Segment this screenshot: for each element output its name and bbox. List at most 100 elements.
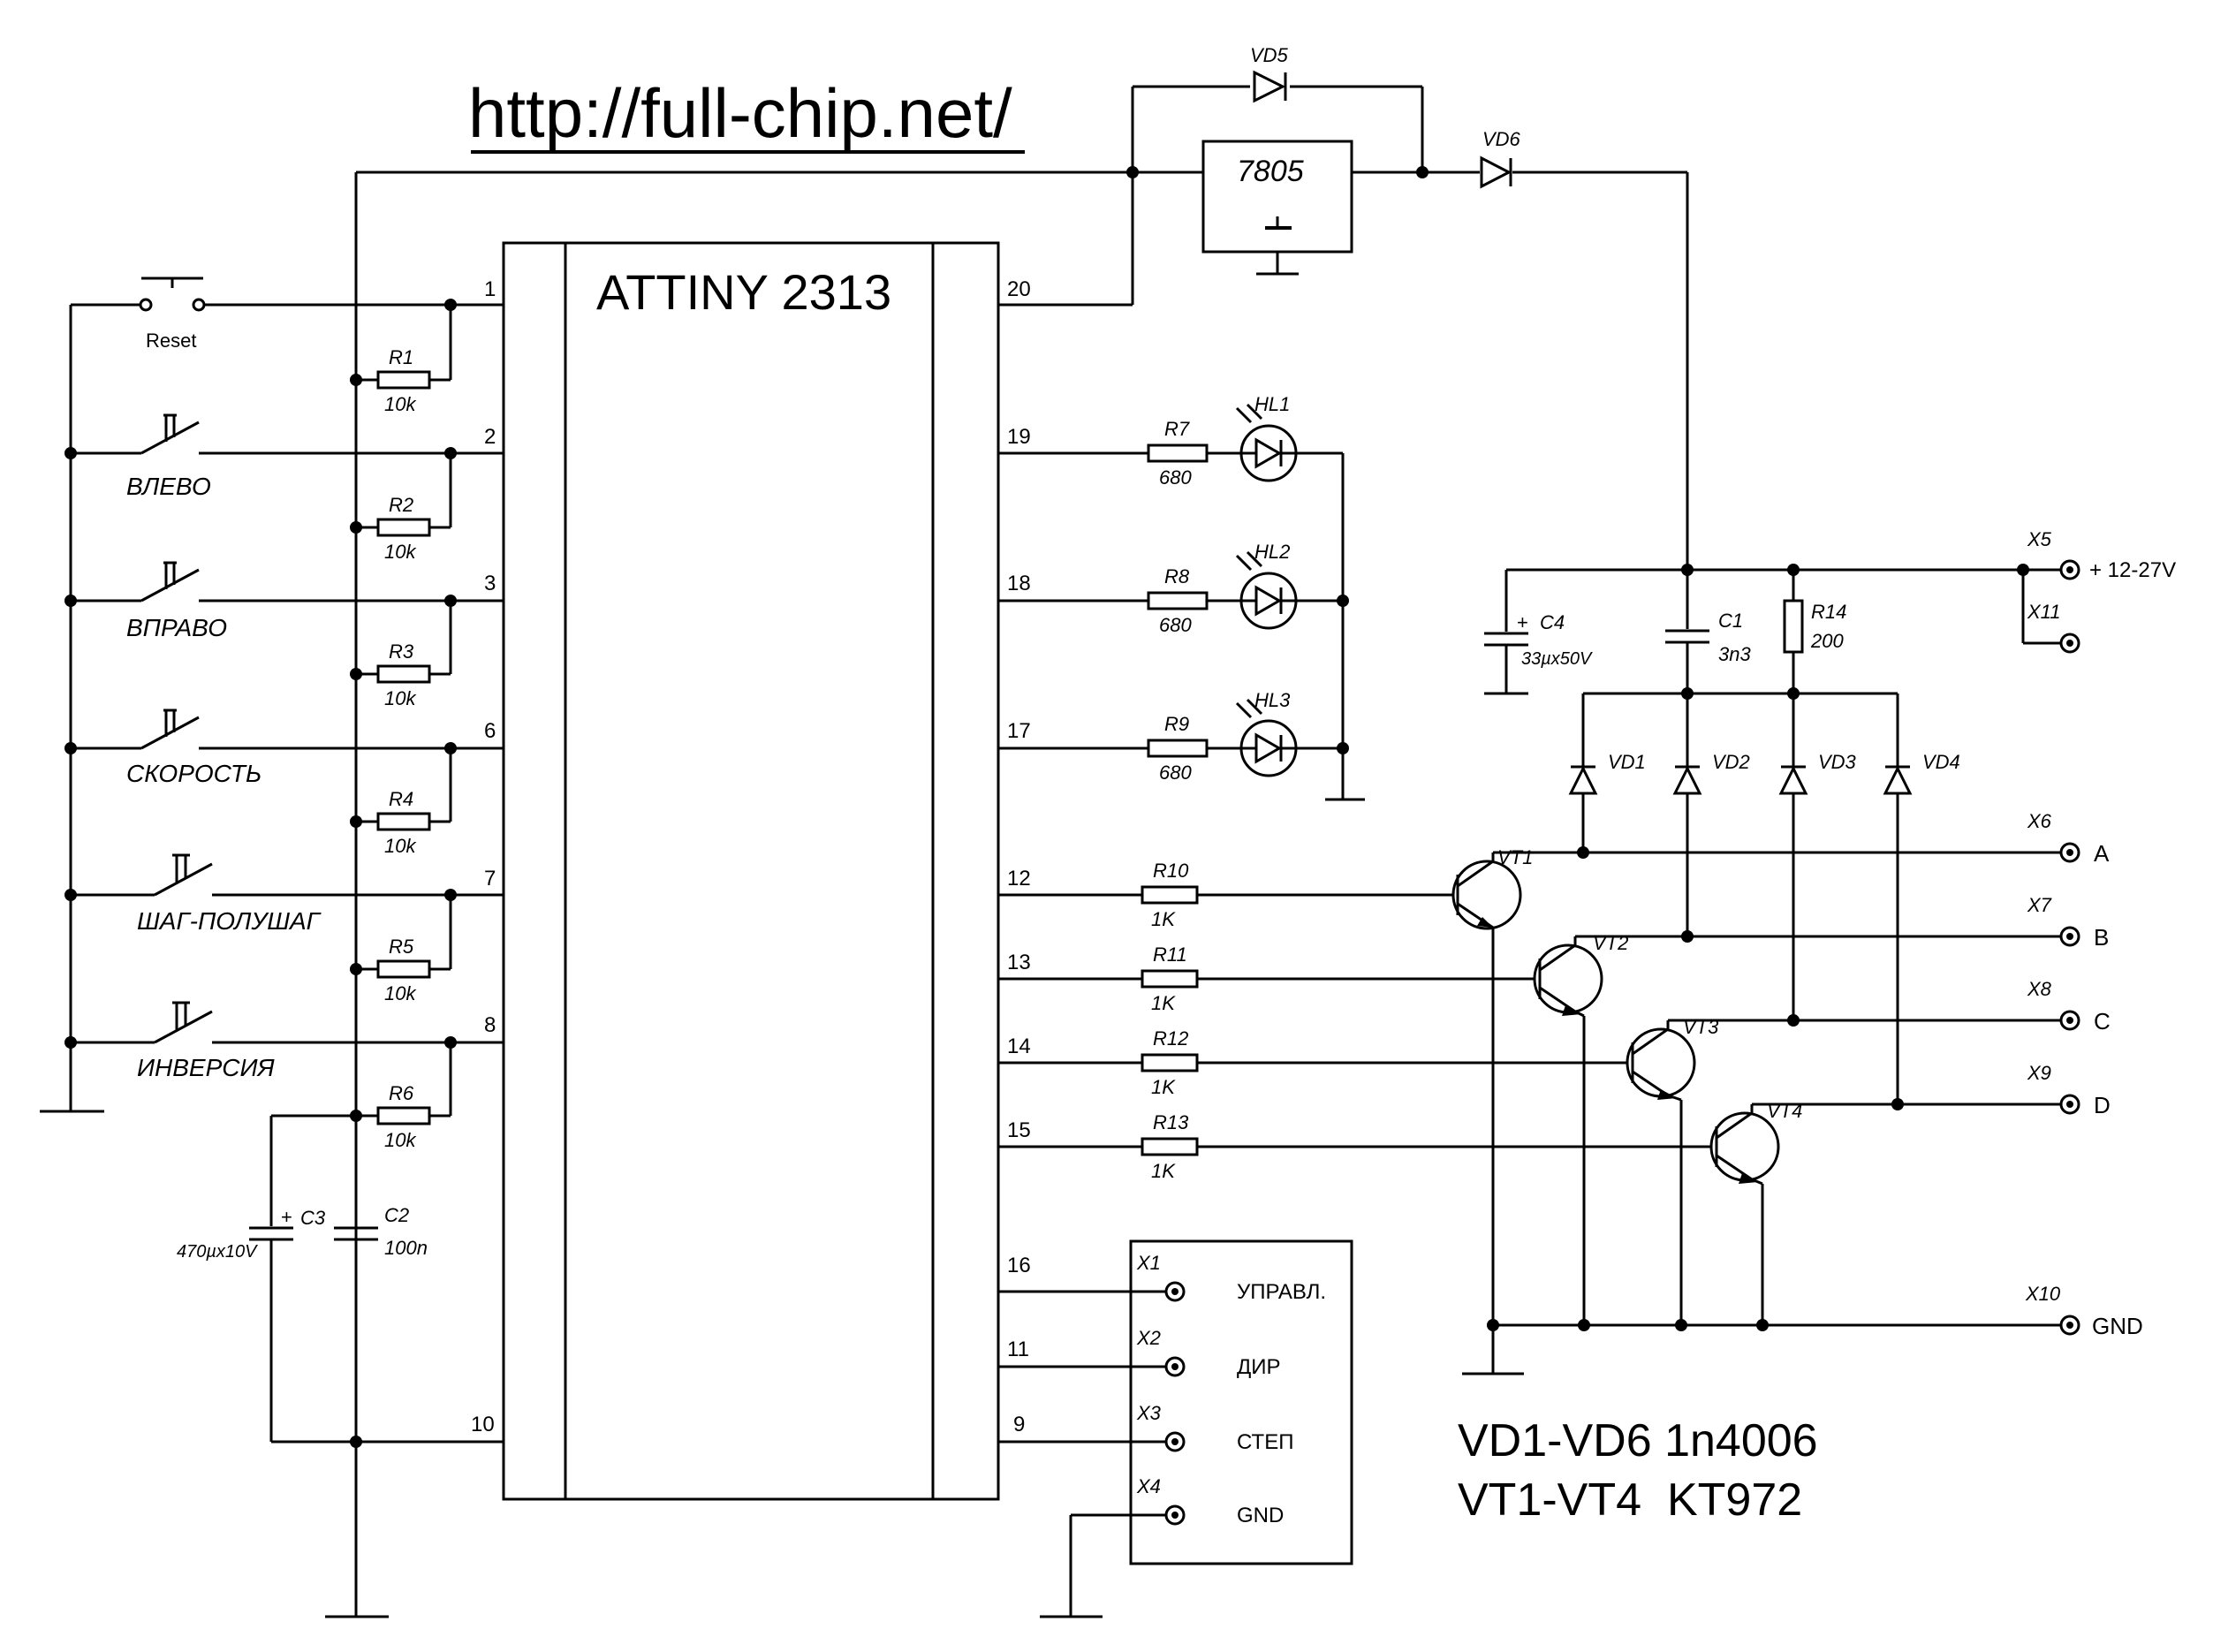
vt2-label: VT2: [1593, 932, 1628, 954]
switch-shag: [64, 853, 504, 901]
r6-ref: R6: [389, 1082, 414, 1104]
vd5-label: VD5: [1250, 44, 1289, 66]
vt4-label: VT4: [1767, 1100, 1802, 1122]
x7-ref: X7: [2027, 894, 2052, 916]
r14-ref: R14: [1811, 601, 1846, 623]
attiny-chip: ATTINY 2313: [502, 241, 1000, 1501]
decoupling-caps: [249, 1114, 504, 1618]
r13-ref: R13: [1153, 1111, 1189, 1133]
pin-13: 13: [1007, 951, 1031, 974]
connector-x7: [2059, 926, 2080, 947]
note-transistors: VT1-VT4 KT972: [1458, 1474, 1802, 1526]
vd1-label: VD1: [1608, 751, 1646, 773]
vt1-label: VT1: [1497, 846, 1533, 868]
r3-value: 10k: [384, 687, 416, 709]
switch-label-vpravo: ВПРАВО: [126, 614, 227, 641]
pin-16: 16: [1007, 1254, 1031, 1277]
led-row-hl3: [998, 698, 1365, 801]
x5-ref: X5: [2027, 528, 2052, 550]
r6-value: 10k: [384, 1129, 416, 1151]
pin-19: 19: [1007, 425, 1031, 449]
x5-label: + 12-27V: [2089, 558, 2176, 582]
diode-vd1: [1568, 765, 1598, 795]
hl2-label: HL2: [1254, 541, 1290, 563]
connector-x11: [2059, 633, 2080, 654]
pin-1: 1: [484, 277, 496, 301]
connector-x9: [2059, 1094, 2080, 1115]
c4-plus: +: [1517, 611, 1528, 633]
pin-3: 3: [484, 572, 496, 595]
r4-value: 10k: [384, 835, 416, 857]
connector-x8: [2059, 1010, 2080, 1031]
r7-ref: R7: [1164, 418, 1190, 440]
chip-name: ATTINY 2313: [596, 264, 891, 320]
power-rail: [1462, 564, 2063, 1375]
r3-ref: R3: [389, 640, 414, 663]
note-diodes: VD1-VD6 1n4006: [1458, 1415, 1818, 1466]
c1-ref: C1: [1718, 610, 1743, 632]
control-label-upravl: УПРАВЛ.: [1237, 1280, 1326, 1304]
pin-14: 14: [1007, 1034, 1031, 1058]
pin-20: 20: [1007, 277, 1031, 301]
vd2-label: VD2: [1712, 751, 1750, 773]
pin-11: 11: [1007, 1338, 1029, 1361]
r7-value: 680: [1159, 466, 1192, 489]
led-row-hl1: [998, 403, 1345, 746]
vd3-label: VD3: [1818, 751, 1857, 773]
drive-vt2: [998, 930, 2063, 1325]
r13-value: 1K: [1151, 1160, 1176, 1182]
c4-value: 33µx50V: [1521, 649, 1593, 669]
diode-vd5: [1253, 70, 1287, 103]
control-connector: [998, 1239, 1353, 1618]
connector-x6: [2059, 842, 2080, 863]
pin-9: 9: [1013, 1413, 1025, 1436]
switch-label-vlevo: ВЛЕВО: [126, 473, 211, 500]
c3-ref: C3: [300, 1207, 326, 1229]
c4-ref: C4: [1540, 611, 1565, 633]
vd6-label: VD6: [1482, 128, 1521, 150]
pin-7: 7: [484, 867, 496, 890]
site-url: http://full-chip.net/: [468, 74, 1012, 152]
x4-ref: X4: [1136, 1475, 1161, 1497]
pullup-r4: [350, 742, 457, 831]
hl3-label: HL3: [1254, 689, 1291, 711]
x11-ref: X11: [2027, 601, 2061, 623]
connector-x5: [2059, 559, 2080, 580]
switch-inversiya: [64, 1001, 504, 1049]
control-label-dir: ДИР: [1237, 1355, 1281, 1379]
pin-8: 8: [484, 1013, 496, 1037]
x10-label: GND: [2092, 1313, 2143, 1339]
c1-value: 3n3: [1718, 643, 1751, 665]
pin-10: 10: [471, 1413, 495, 1436]
switch-skorost: [64, 709, 504, 754]
r12-value: 1K: [1151, 1076, 1176, 1098]
diode-vd6: [1480, 155, 1512, 189]
output-d: D: [2094, 1092, 2111, 1118]
vd4-label: VD4: [1922, 751, 1960, 773]
c2-value: 100n: [384, 1237, 428, 1259]
switch-label-inversiya: ИНВЕРСИЯ: [137, 1054, 276, 1081]
c2-ref: C2: [384, 1204, 409, 1226]
r10-ref: R10: [1153, 860, 1189, 882]
r12-ref: R12: [1153, 1027, 1188, 1050]
switch-label-shag: ШАГ-ПОЛУШАГ: [137, 907, 322, 935]
r8-value: 680: [1159, 614, 1192, 636]
pullup-r2: [350, 447, 457, 537]
x2-ref: X2: [1136, 1327, 1161, 1349]
x3-ref: X3: [1136, 1402, 1162, 1424]
connector-x10: [2059, 1315, 2080, 1336]
switch-vlevo: [64, 413, 504, 459]
led-row-hl2: [998, 550, 1349, 630]
drive-vt4: [998, 1098, 2063, 1325]
pullup-r5: [350, 889, 457, 979]
pin-6: 6: [484, 719, 496, 743]
regulator-label: 7805: [1237, 155, 1304, 188]
c3-plus: +: [281, 1206, 292, 1228]
r11-ref: R11: [1153, 943, 1187, 966]
x6-ref: X6: [2027, 810, 2052, 832]
reset-label: Reset: [146, 330, 196, 352]
pin-17: 17: [1007, 719, 1031, 743]
drive-vt1: [998, 846, 2063, 1325]
pin-2: 2: [484, 425, 496, 449]
r1-value: 10k: [384, 393, 416, 415]
